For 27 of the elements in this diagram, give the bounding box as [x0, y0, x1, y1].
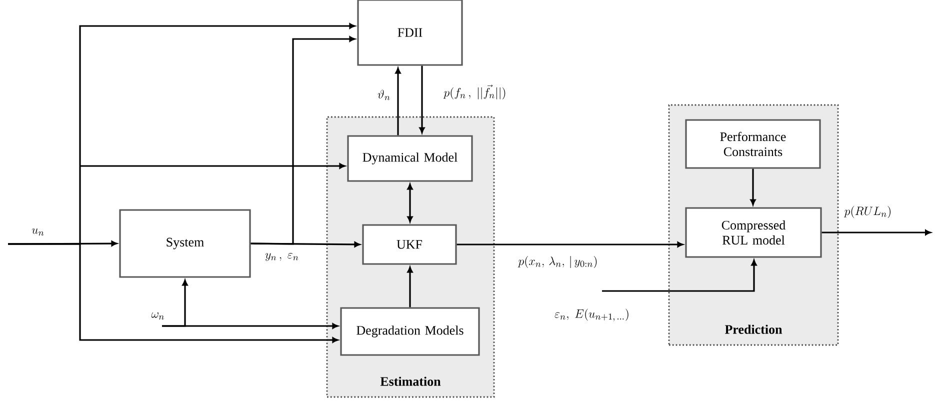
edge-label: $\vartheta_n$ [378, 90, 390, 100]
edge-label: $p(RUL_n)$ [844, 206, 890, 218]
edge-label: $\varepsilon_n,\ E(u_{n+1,\,\ldots})$ [554, 308, 628, 322]
arrow [395, 68, 401, 136]
arrow [602, 260, 757, 292]
arrow [8, 243, 338, 343]
arrow [250, 36, 356, 245]
arrow [407, 266, 413, 308]
process-box: Performance Constraints [685, 119, 821, 169]
arrow [80, 163, 346, 169]
process-box: System [119, 209, 251, 278]
arrow [822, 230, 931, 236]
edge-label: $u_n$ [32, 228, 44, 236]
process-box: FDII [357, 0, 463, 66]
arrow [407, 184, 413, 222]
edge-label: $p(x_n,\,\lambda_n,\,|\,y_{0:n})$ [518, 256, 597, 268]
edge-label: $y_n\,,\ \varepsilon_n$ [265, 252, 298, 261]
process-box: UKF [362, 224, 457, 265]
edge-label: $p(f_n\,,\ ||\vec{f_n}||)$ [443, 84, 506, 100]
arrow [750, 168, 756, 206]
process-box: Compressed RUL model [685, 207, 822, 258]
arrow [456, 242, 684, 248]
process-box: Dynamical Model [347, 135, 473, 182]
process-box: Degradation Models [340, 307, 480, 356]
arrow [419, 66, 425, 134]
edge-label: $\omega_n$ [151, 312, 164, 320]
arrow [162, 280, 188, 327]
